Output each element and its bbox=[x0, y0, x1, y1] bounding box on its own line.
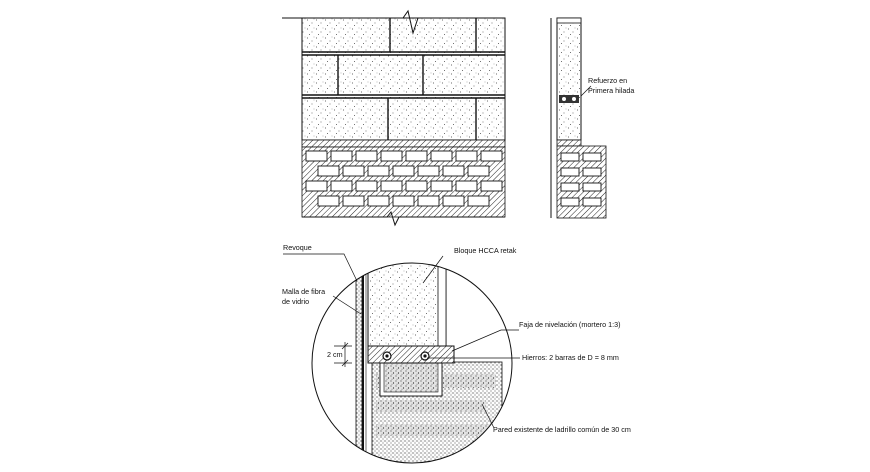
brick bbox=[417, 165, 440, 177]
brick bbox=[342, 195, 365, 207]
wall-elevation: Refuerzo en Primera hilada bbox=[282, 9, 634, 227]
wall-section: Refuerzo en Primera hilada bbox=[550, 17, 634, 219]
brick bbox=[317, 195, 340, 207]
brick bbox=[380, 150, 403, 162]
dimension-2cm bbox=[334, 342, 352, 367]
label-bloque: Bloque HCCA retak bbox=[454, 246, 517, 255]
leader-malla bbox=[332, 295, 362, 315]
brick bbox=[442, 165, 465, 177]
brick bbox=[305, 180, 328, 192]
label-malla-line1: Malla de fibra bbox=[282, 287, 325, 296]
brick bbox=[355, 150, 378, 162]
brick bbox=[317, 165, 340, 177]
label-dimension: 2 cm bbox=[327, 350, 343, 359]
label-revoque: Revoque bbox=[283, 243, 312, 252]
hcca-block-joints bbox=[302, 18, 505, 140]
section-reinforcement bbox=[559, 95, 579, 103]
label-refuerzo-line1: Refuerzo en bbox=[588, 76, 627, 85]
section-block bbox=[556, 17, 582, 141]
detail-circle-outline bbox=[311, 262, 513, 464]
brick bbox=[417, 195, 440, 207]
detail-render-layer bbox=[355, 263, 363, 463]
brick bbox=[467, 165, 490, 177]
brick-wall bbox=[301, 146, 506, 218]
bottom-break-line bbox=[302, 210, 505, 227]
label-refuerzo-line2: Primera hilada bbox=[588, 86, 634, 95]
brick bbox=[455, 180, 478, 192]
brick bbox=[380, 180, 403, 192]
detail-circle: 2 cm Revoque Malla de fibra de vidrio Bl… bbox=[282, 243, 631, 464]
brick bbox=[392, 195, 415, 207]
brick bbox=[305, 150, 328, 162]
label-pared: Pared existente de ladrillo común de 30 … bbox=[493, 425, 631, 434]
brick bbox=[367, 165, 390, 177]
brick bbox=[430, 180, 453, 192]
brick bbox=[367, 195, 390, 207]
brick bbox=[405, 150, 428, 162]
brick bbox=[480, 180, 503, 192]
brick bbox=[442, 195, 465, 207]
brick bbox=[330, 180, 353, 192]
brick bbox=[467, 195, 490, 207]
brick bbox=[330, 150, 353, 162]
label-faja: Faja de nivelación (mortero 1:3) bbox=[519, 320, 620, 329]
detail-leveling-strip bbox=[367, 345, 455, 364]
leader-faja bbox=[451, 329, 519, 352]
label-malla-line2: de vidrio bbox=[282, 297, 309, 306]
leader-pared bbox=[481, 403, 495, 429]
label-hierros: Hierros: 2 barras de D = 8 mm bbox=[522, 353, 619, 362]
leader-revoque bbox=[283, 253, 358, 282]
leader-bloque bbox=[422, 255, 444, 284]
brick bbox=[405, 180, 428, 192]
brick bbox=[430, 150, 453, 162]
brick bbox=[480, 150, 503, 162]
brick bbox=[342, 165, 365, 177]
brick bbox=[392, 165, 415, 177]
hcca-block-area bbox=[301, 17, 506, 141]
brick bbox=[455, 150, 478, 162]
leveling-band bbox=[301, 139, 506, 148]
brick bbox=[355, 180, 378, 192]
